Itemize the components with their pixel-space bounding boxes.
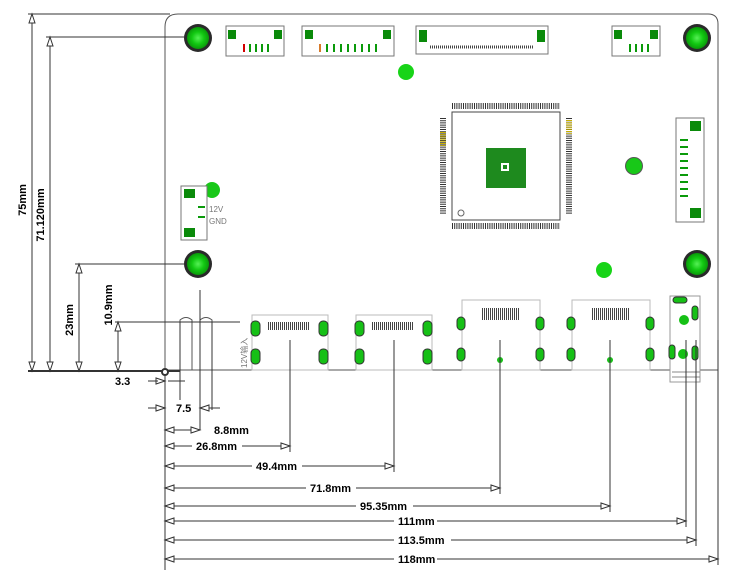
label-gnd: GND bbox=[209, 217, 227, 226]
right-side-connector bbox=[675, 117, 705, 223]
board-outline bbox=[164, 13, 719, 371]
horizontal-dimension-label: 49.4mm bbox=[256, 461, 297, 473]
top-connector-1 bbox=[225, 25, 285, 57]
top-connector-4 bbox=[611, 25, 661, 57]
vertical-dimension-label: 71.120mm bbox=[35, 188, 47, 241]
bottom-right-jack bbox=[668, 295, 701, 383]
via-dots bbox=[204, 64, 643, 278]
label-12v-input: 12V输入 bbox=[239, 338, 249, 368]
vertical-dimension-label: 23mm bbox=[64, 304, 76, 336]
dimension-8.8mm: 8.8mm bbox=[214, 425, 249, 437]
horizontal-dimension-label: 113.5mm bbox=[398, 535, 445, 547]
top-connector-2 bbox=[301, 25, 395, 57]
bottom-connector-3 bbox=[456, 299, 545, 371]
horizontal-dimension-label: 95.35mm bbox=[360, 501, 407, 513]
horizontal-dimension-label: 26.8mm bbox=[196, 441, 237, 453]
bottom-connector-1: 12V输入 bbox=[239, 314, 329, 371]
mounting-holes bbox=[184, 24, 711, 278]
horizontal-dimension-label: 71.8mm bbox=[310, 483, 351, 495]
top-connector-3 bbox=[415, 25, 549, 55]
power-connector: 12V GND bbox=[180, 185, 227, 241]
main-processor-chip bbox=[440, 103, 572, 229]
dimension-3.3: 3.3 bbox=[115, 376, 130, 388]
dimension-7.5: 7.5 bbox=[176, 403, 191, 415]
bottom-connector-4 bbox=[566, 299, 655, 371]
vertical-dimension-label: 75mm bbox=[17, 184, 29, 216]
dimension-lines: 75mm 71.120mm 23mm 10.9mm 3.3 7.5 8.8mm 26.8mm 4… bbox=[17, 12, 720, 570]
label-12v: 12V bbox=[209, 205, 224, 214]
vertical-dimension-label: 10.9mm bbox=[103, 284, 115, 325]
horizontal-dimension-label: 118mm bbox=[398, 554, 436, 566]
origin-marker bbox=[161, 368, 169, 376]
horizontal-dimension-label: 111mm bbox=[398, 516, 435, 528]
